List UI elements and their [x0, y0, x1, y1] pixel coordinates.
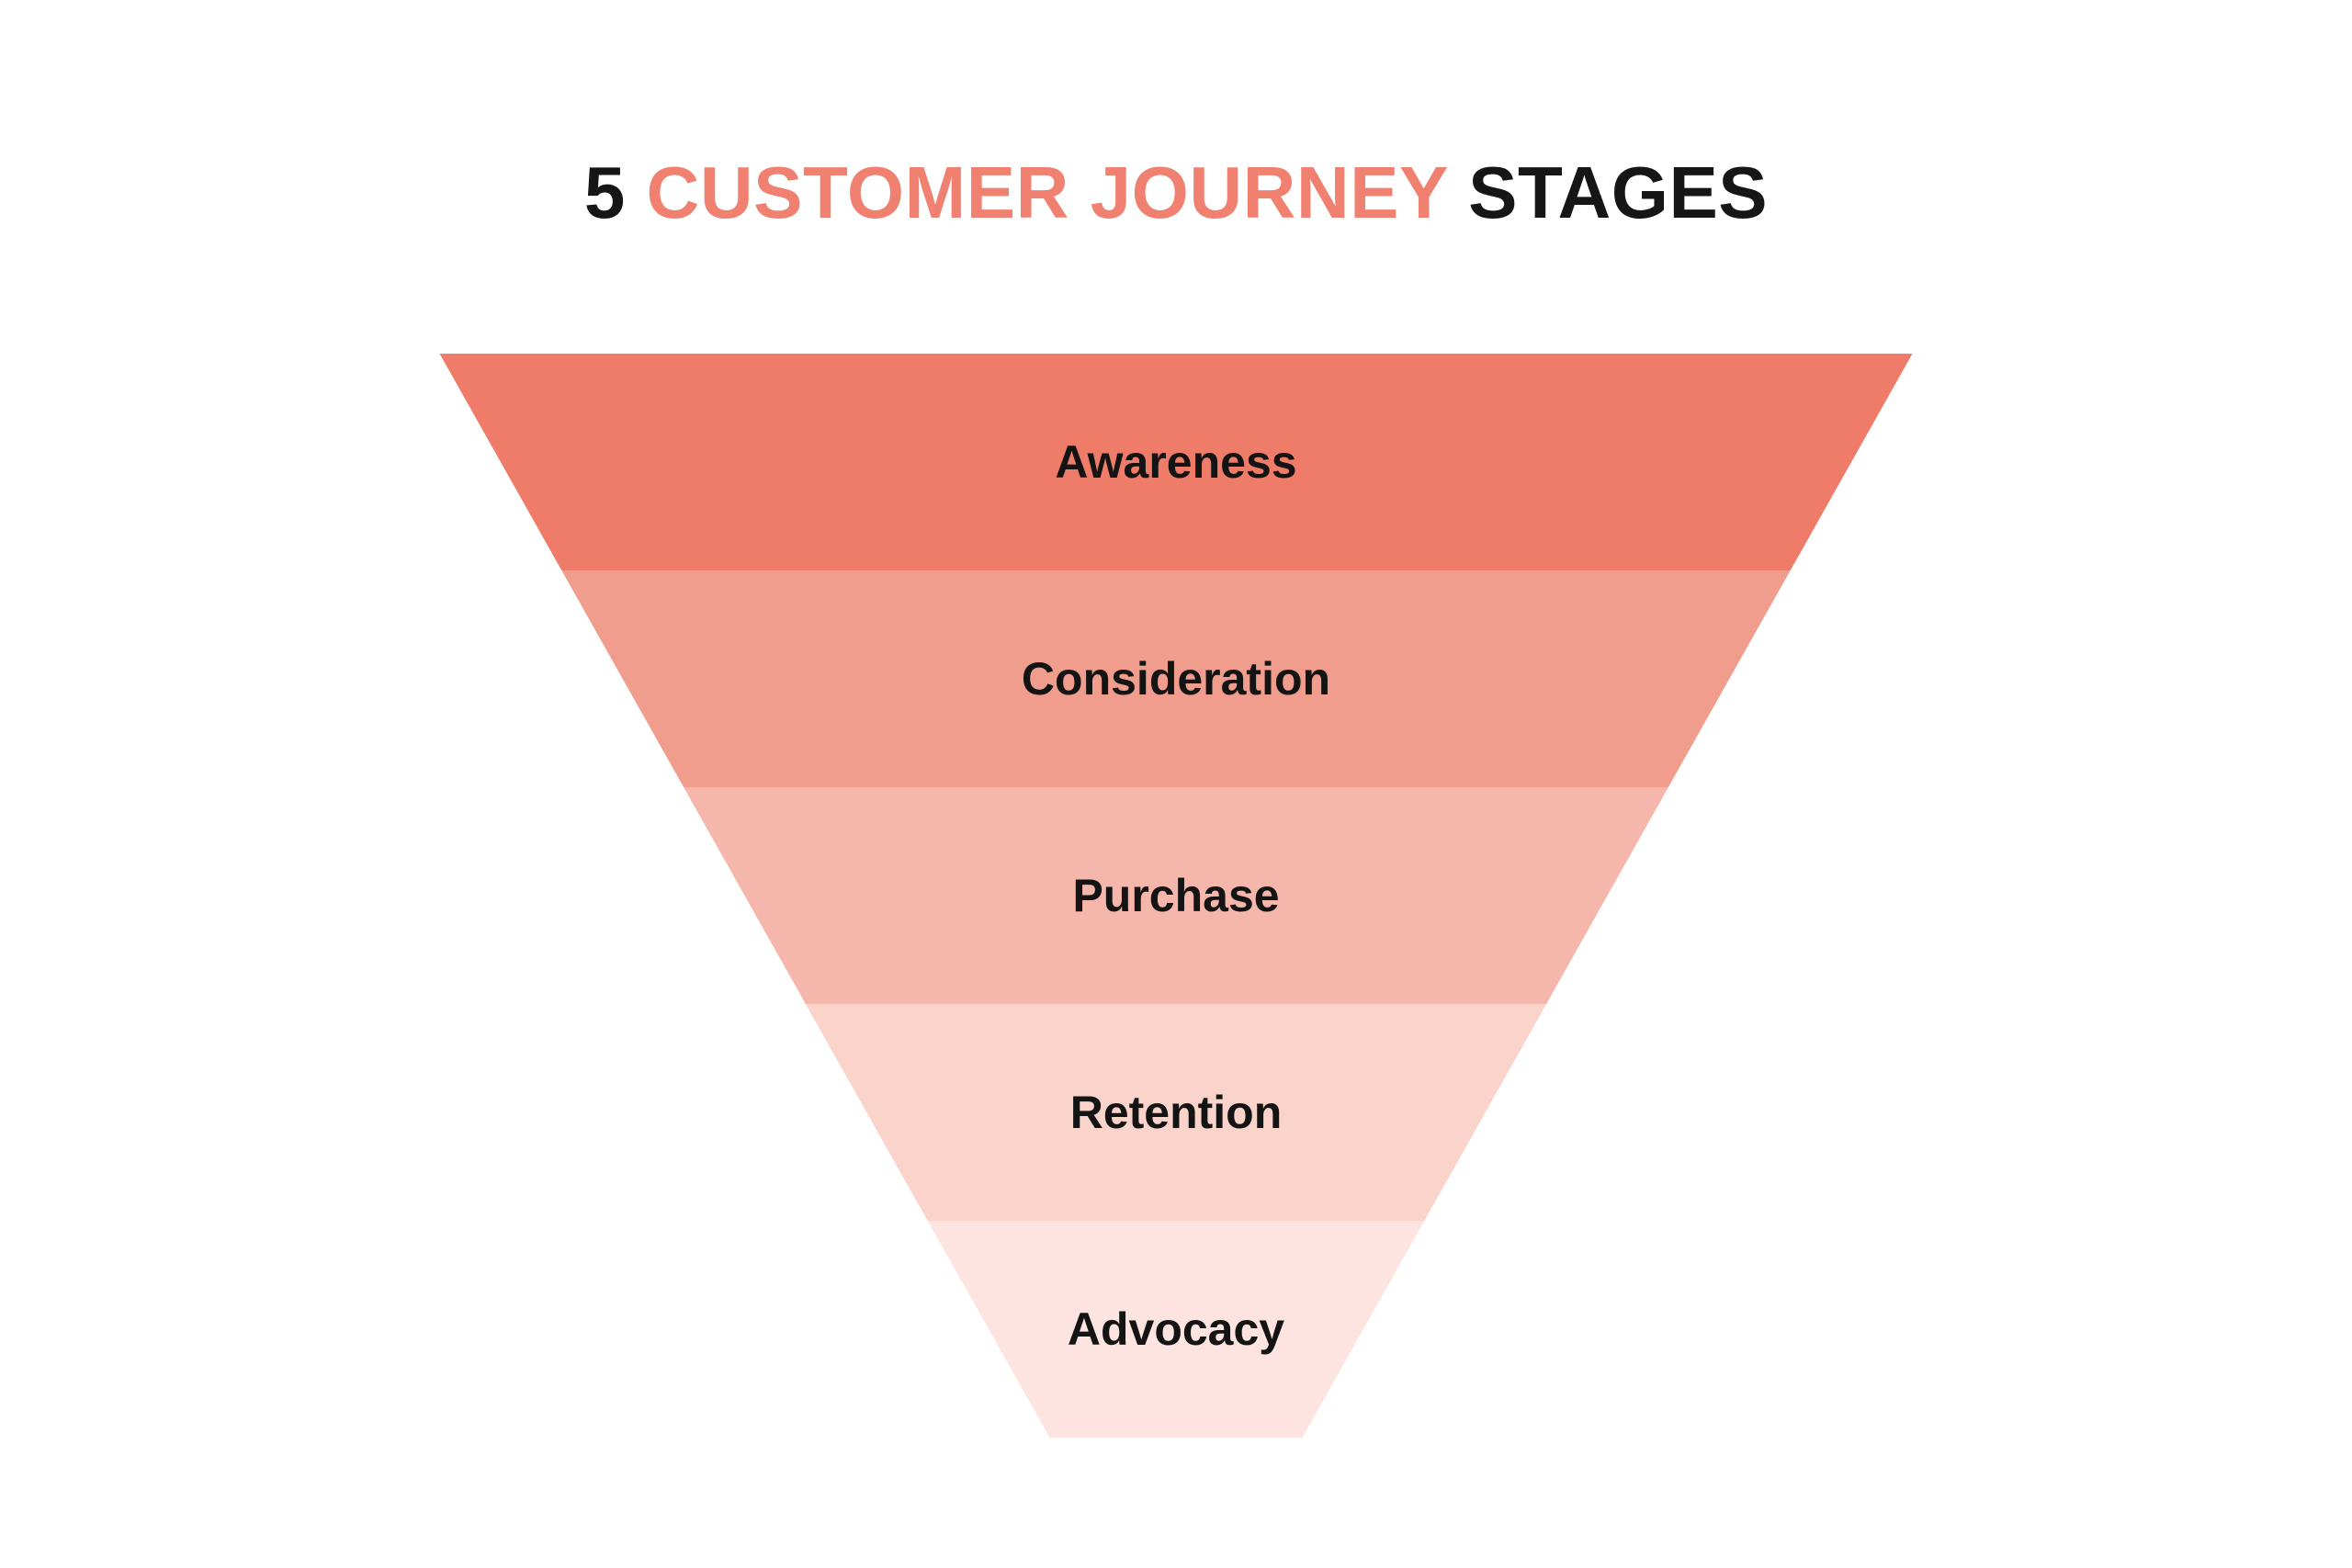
- funnel-stage-label-retention: Retention: [1070, 1087, 1283, 1138]
- funnel-stage-retention: [805, 1004, 1547, 1221]
- funnel-stage-consideration: [561, 570, 1791, 787]
- title-highlight: CUSTOMER JOURNEY: [646, 152, 1448, 233]
- title-number: 5: [583, 152, 626, 233]
- title-suffix: STAGES: [1468, 152, 1769, 233]
- funnel-stage-awareness: [439, 354, 1913, 570]
- funnel-stage-label-consideration: Consideration: [1022, 653, 1330, 705]
- funnel-stage-label-advocacy: Advocacy: [1068, 1303, 1284, 1355]
- funnel-stage-advocacy: [927, 1221, 1425, 1438]
- funnel-stage-label-purchase: Purchase: [1072, 870, 1279, 921]
- page-title: 5 CUSTOMER JOURNEY STAGES: [0, 156, 2352, 230]
- funnel-stage-purchase: [684, 787, 1668, 1004]
- funnel-stage-label-awareness: Awareness: [1055, 436, 1296, 488]
